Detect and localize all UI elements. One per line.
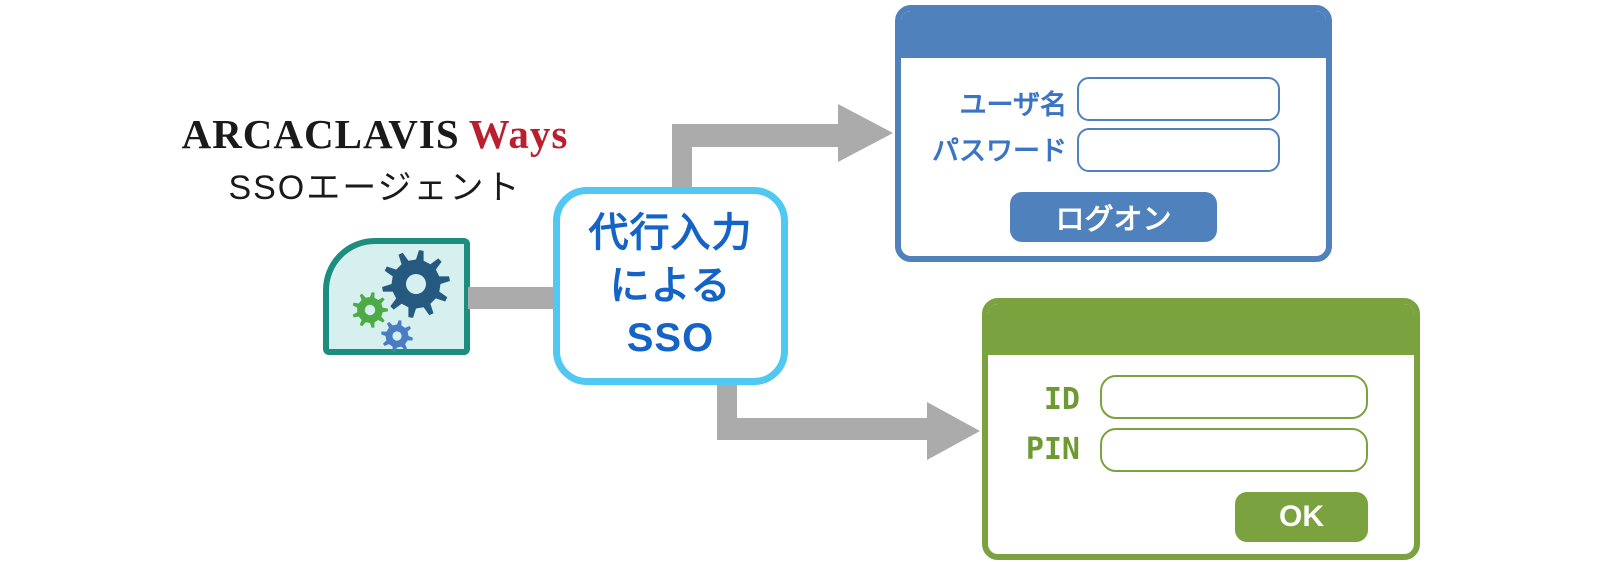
username-input[interactable] (1077, 77, 1280, 121)
pin-window-titlebar (988, 304, 1414, 355)
brand-arcaclavis: ARCACLAVIS (181, 111, 460, 157)
gears-icon (352, 250, 450, 352)
id-input[interactable] (1100, 375, 1368, 419)
brand-ways: Ways (468, 111, 569, 157)
pin-window: ID PIN OK (982, 298, 1420, 560)
password-input[interactable] (1077, 128, 1280, 172)
pin-input[interactable] (1100, 428, 1368, 472)
sso-to-pin-arrow (717, 382, 980, 460)
pin-label: PIN (1025, 432, 1080, 467)
login-window-titlebar (901, 11, 1326, 58)
sso-box-line-2: による (609, 263, 732, 308)
username-label: ユーザ名 (959, 90, 1067, 120)
password-label: パスワード (932, 136, 1067, 166)
sso-box-line-1: 代行入力 (588, 210, 753, 255)
agent-to-sso-connector (468, 287, 556, 309)
sso-to-login-arrow (672, 104, 893, 190)
id-label: ID (1043, 382, 1080, 417)
sso-box-line-3: SSO (626, 316, 715, 361)
sso-agent-icon (323, 238, 470, 355)
login-window: ユーザ名 パスワード ログオン (895, 5, 1332, 262)
ok-button[interactable]: OK (1235, 492, 1368, 542)
agent-subtitle: SSOエージェント (228, 169, 522, 208)
logon-button[interactable]: ログオン (1010, 192, 1217, 242)
proxy-input-sso-box: 代行入力 による SSO (553, 187, 788, 385)
